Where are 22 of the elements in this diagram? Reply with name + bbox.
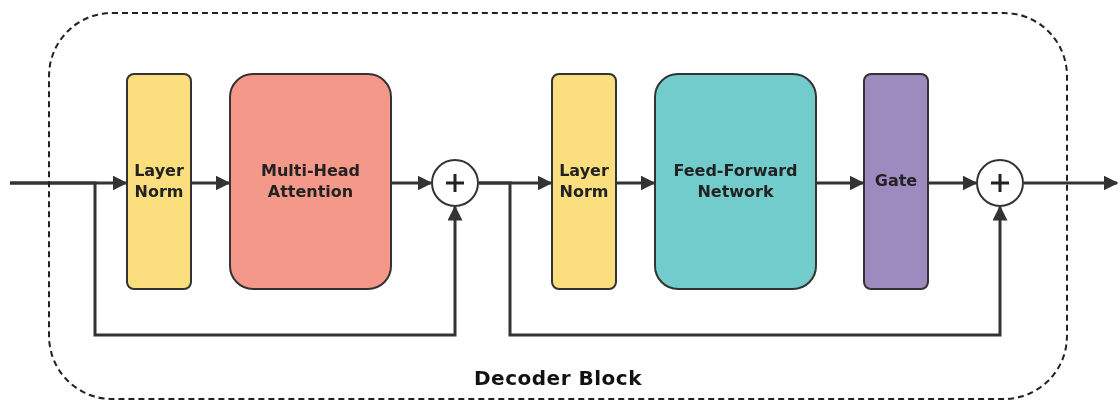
adder-circle <box>976 159 1024 207</box>
arrow <box>617 175 656 191</box>
node-label: Gate <box>873 171 919 192</box>
arrow <box>817 175 865 191</box>
arrow <box>10 181 463 337</box>
arrow <box>479 181 1008 337</box>
adder-circle <box>431 159 479 207</box>
arrow <box>1024 175 1119 191</box>
arrow <box>192 175 231 191</box>
process-box <box>654 73 817 290</box>
node-label: Layer Norm <box>558 160 610 203</box>
node-label: Layer Norm <box>133 160 185 203</box>
process-box <box>229 73 392 290</box>
dashed-block-outline <box>48 12 1068 400</box>
process-box <box>863 73 929 290</box>
process-box <box>126 73 192 290</box>
arrow <box>929 175 978 191</box>
arrow <box>392 175 433 191</box>
process-box <box>551 73 617 290</box>
node-label: Multi-Head Attention <box>259 160 362 203</box>
block-title: Decoder Block <box>474 366 642 390</box>
node-label: Feed-Forward Network <box>672 160 799 203</box>
